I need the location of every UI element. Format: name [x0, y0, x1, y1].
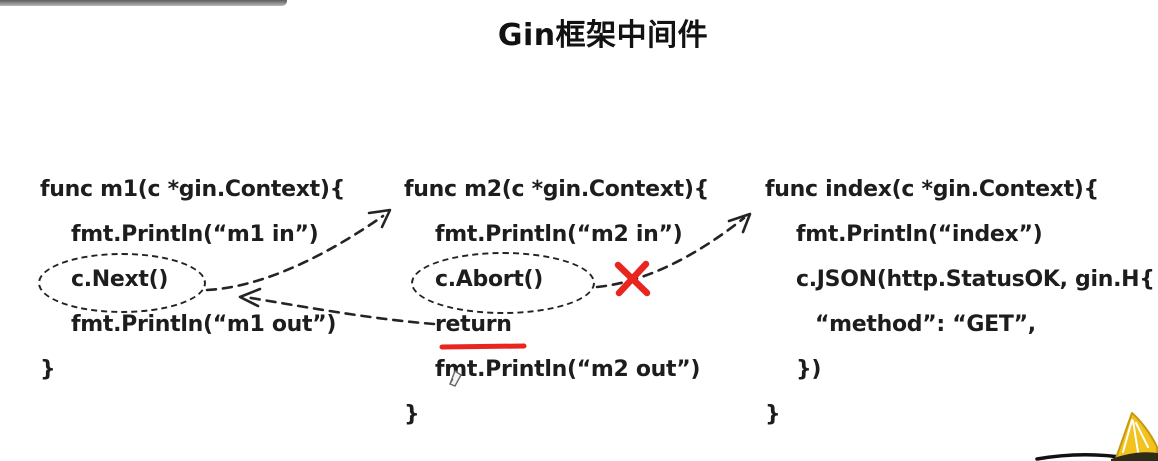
- code-line: “method”: “GET”,: [815, 312, 1036, 337]
- page-title: Gin框架中间件: [497, 18, 709, 53]
- code-line: }: [404, 402, 420, 427]
- code-block-index: func index(c *gin.Context){ fmt.Println(…: [765, 167, 1155, 437]
- code-line: fmt.Println(“m1 in”): [71, 222, 319, 247]
- code-line: func m1(c *gin.Context){: [40, 177, 345, 202]
- arrowhead-next-to-m2: [367, 208, 392, 229]
- code-line: }: [765, 402, 781, 427]
- code-line-return: return: [435, 312, 512, 337]
- code-line: fmt.Println(“index”): [796, 222, 1043, 247]
- highlight-ellipse-c-abort: [411, 252, 595, 314]
- code-line: fmt.Println(“m2 in”): [435, 222, 683, 247]
- code-line: }: [40, 357, 56, 382]
- highlight-ellipse-c-next: [38, 253, 206, 313]
- code-line: }): [796, 357, 822, 382]
- code-line: c.JSON(http.StatusOK, gin.H{: [796, 267, 1155, 292]
- code-line: func index(c *gin.Context){: [765, 177, 1099, 202]
- code-line: fmt.Println(“m2 out”): [435, 357, 701, 382]
- window-edge-bar: [0, 0, 287, 6]
- code-line: func m2(c *gin.Context){: [404, 177, 709, 202]
- arrowhead-abort-to-index: [727, 212, 752, 234]
